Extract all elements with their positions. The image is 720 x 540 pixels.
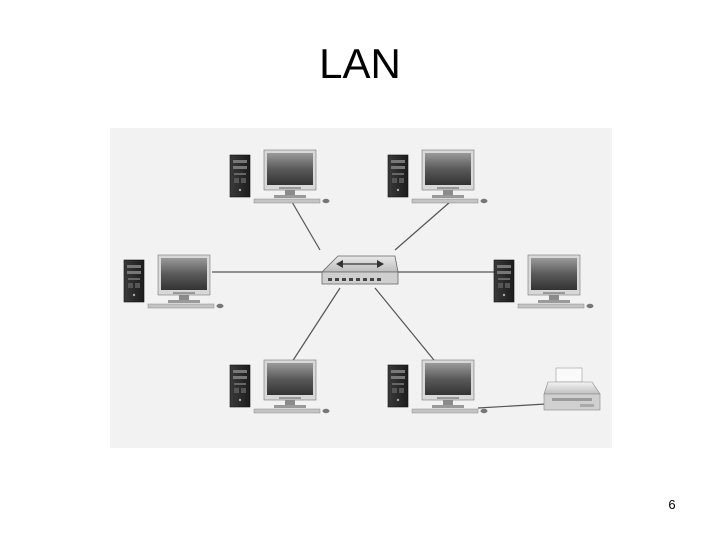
link-bottom-left bbox=[289, 287, 341, 366]
desktop-computer-icon bbox=[387, 359, 488, 414]
link-top-left bbox=[291, 201, 321, 251]
desktop-computer-icon bbox=[123, 254, 224, 309]
desktop-computer-icon bbox=[229, 149, 330, 204]
printer-icon bbox=[543, 367, 601, 411]
desktop-computer-icon bbox=[229, 359, 330, 414]
link-bottom-right bbox=[374, 287, 439, 366]
link-top-right bbox=[394, 201, 451, 251]
desktop-computer-icon bbox=[493, 254, 594, 309]
network-links bbox=[212, 201, 547, 409]
link-printer bbox=[477, 403, 547, 409]
slide-title: LAN bbox=[319, 40, 401, 87]
network-switch-icon bbox=[321, 255, 399, 285]
page-number: 6 bbox=[668, 497, 676, 512]
desktop-computer-icon bbox=[387, 149, 488, 204]
